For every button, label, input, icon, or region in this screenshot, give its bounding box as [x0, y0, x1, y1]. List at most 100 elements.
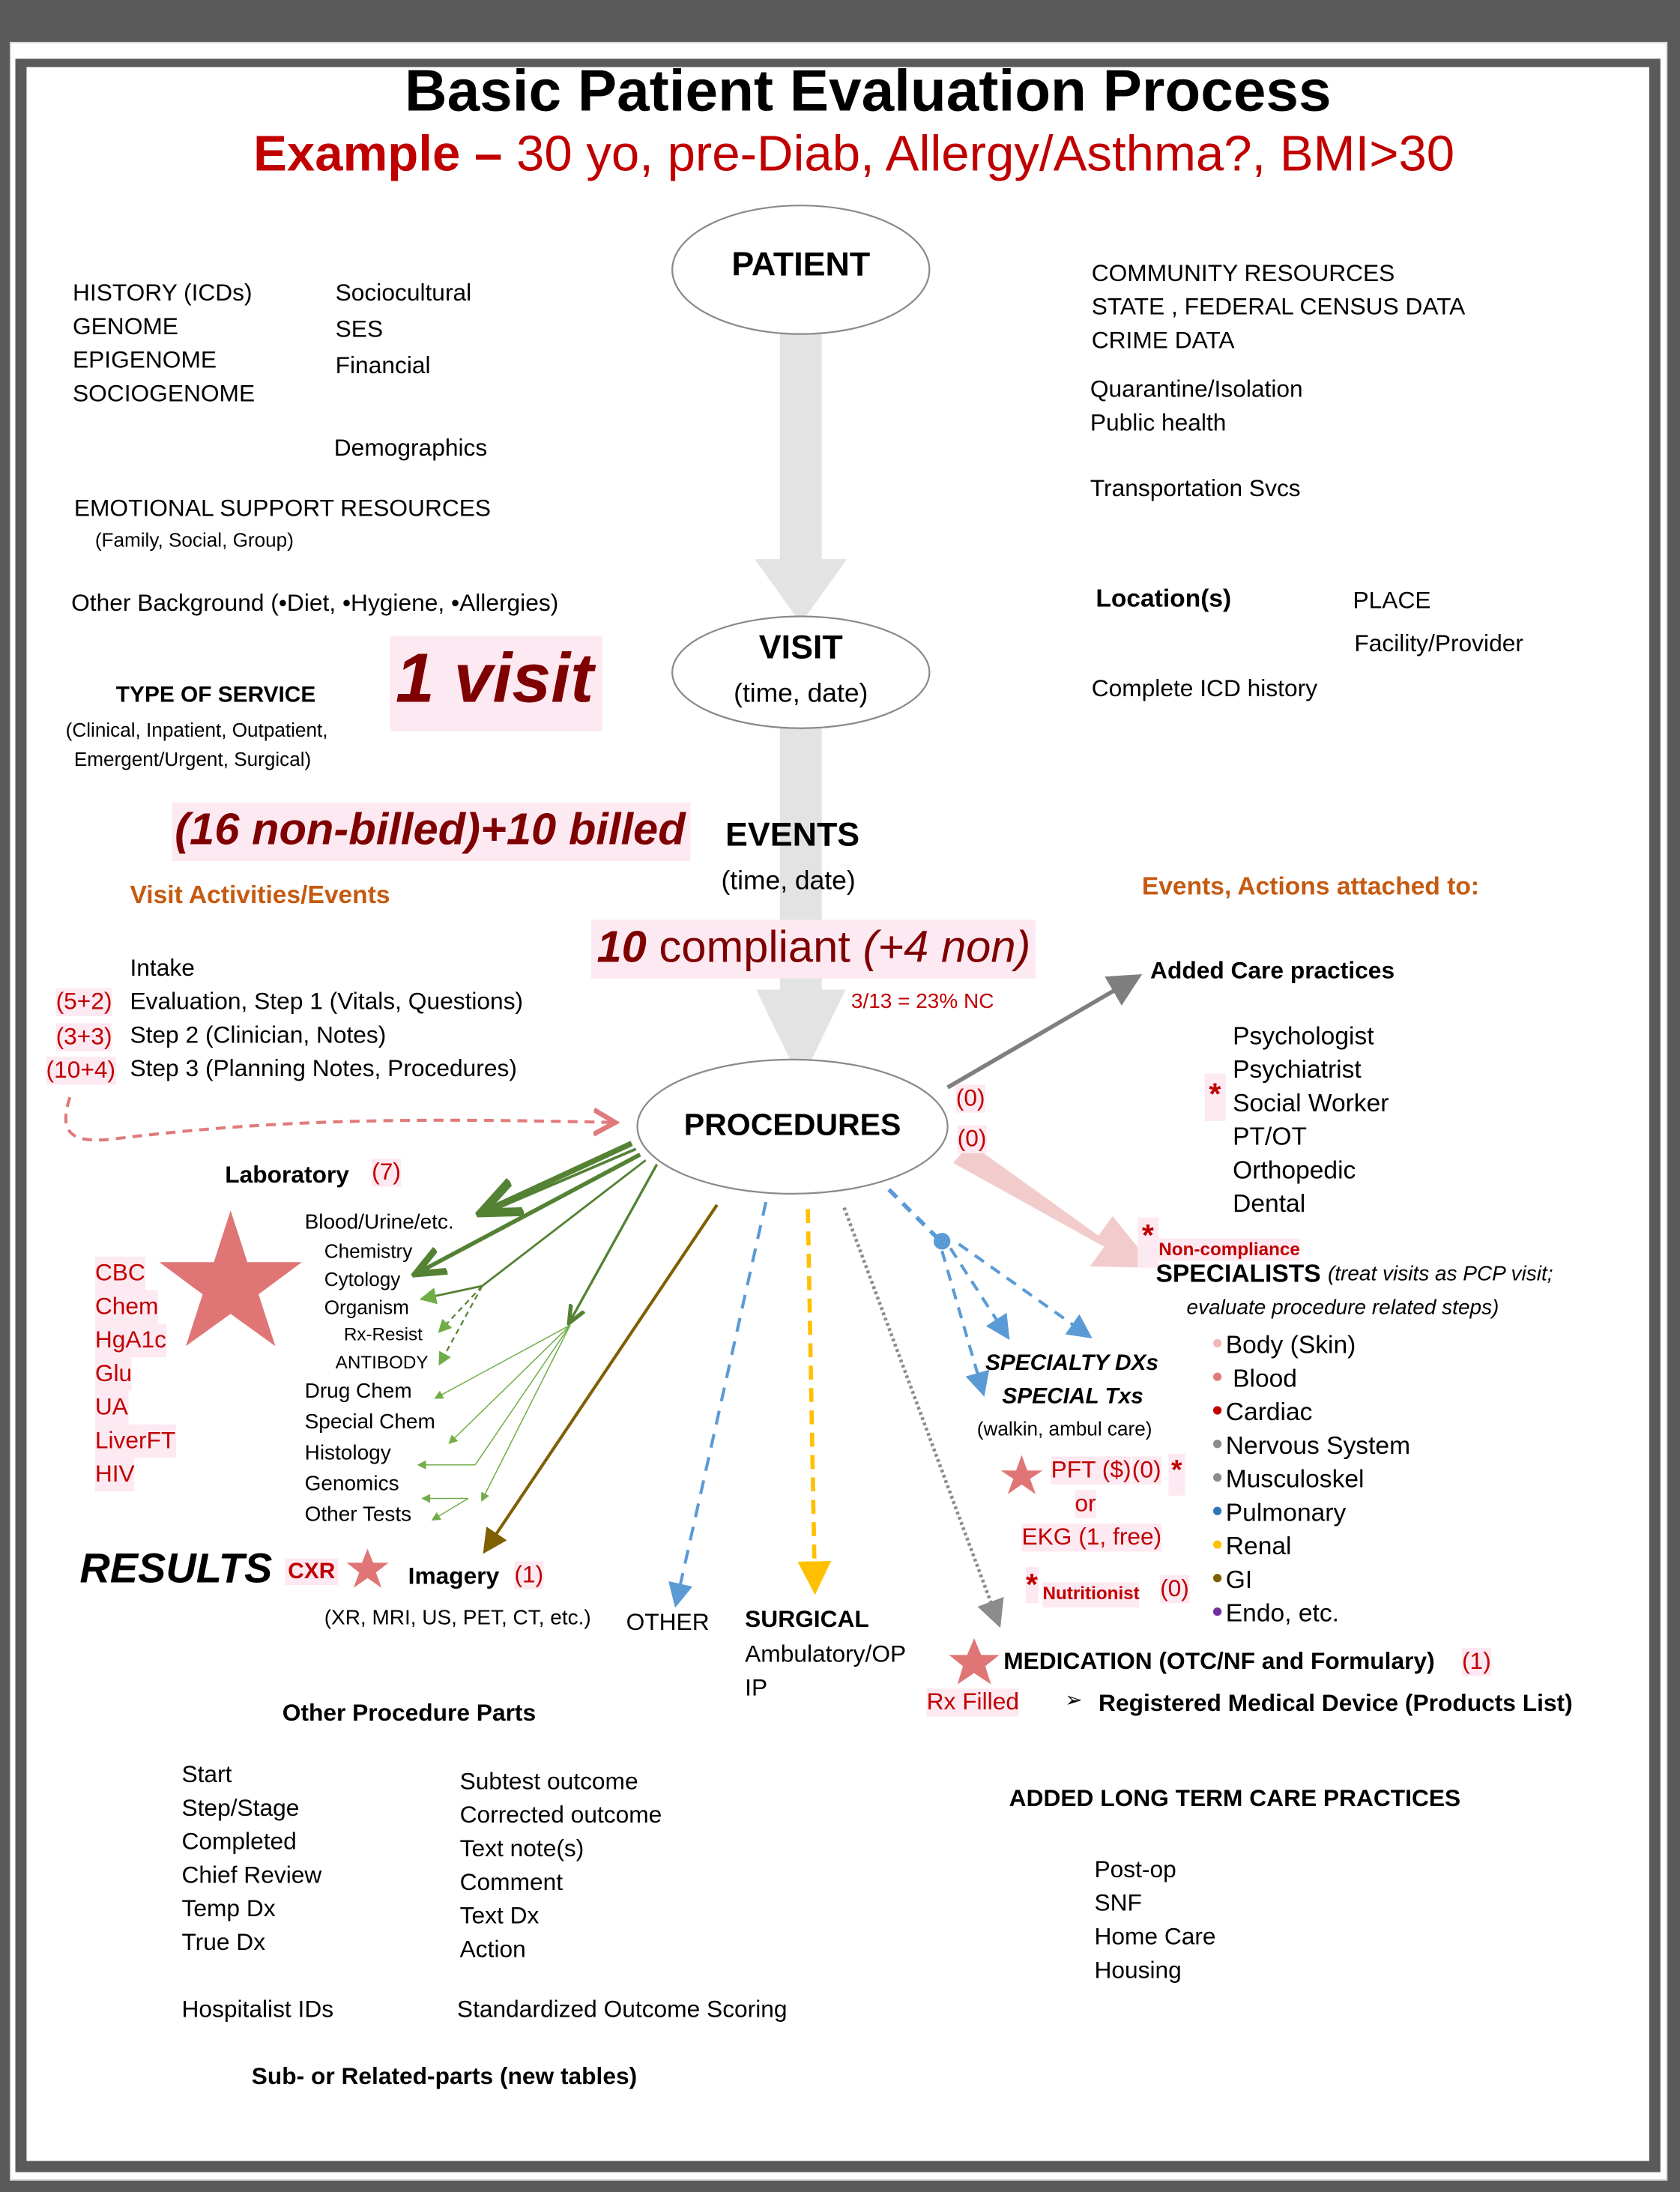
- added-care-list: Psychologist Psychiatrist Social Worker …: [1233, 1019, 1389, 1221]
- social-item: SES: [335, 315, 384, 342]
- activity-count: (3+3): [55, 1023, 112, 1052]
- other-parts-col1: Start Step/Stage Completed Chief Review …: [181, 1758, 321, 1960]
- events-node[interactable]: EVENTS: [725, 816, 860, 854]
- medication-star-icon: [949, 1638, 1000, 1685]
- compliance-badge: 10 compliant (+4 non): [590, 920, 1036, 979]
- pft-star-icon: [1000, 1455, 1043, 1494]
- noncompliance-marker: *: [1137, 1217, 1158, 1269]
- place-label: PLACE: [1353, 587, 1431, 614]
- activity-step2: Step 2 (Clinician, Notes): [130, 1021, 387, 1048]
- specialists-heading[interactable]: SPECIALISTS: [1155, 1259, 1321, 1287]
- cxr-star-icon: [346, 1548, 389, 1588]
- locations-label: Location(s): [1096, 584, 1232, 612]
- lab-category: Chemistry: [324, 1240, 413, 1263]
- history-item: SOCIOGENOME: [72, 380, 256, 407]
- nutritionist-marker: *: [1026, 1566, 1039, 1604]
- procedures-node[interactable]: PROCEDURES: [683, 1107, 901, 1142]
- long-term-item: SNF: [1094, 1889, 1142, 1917]
- device-bullet-icon: ➢: [1065, 1688, 1083, 1712]
- added-care-count: (0): [955, 1084, 985, 1114]
- part-item: Text Dx: [459, 1902, 540, 1929]
- patient-node[interactable]: PATIENT: [731, 246, 871, 284]
- activity-count: (5+2): [55, 988, 112, 1017]
- type-of-service-label: TYPE OF SERVICE: [115, 683, 316, 707]
- special-tx-label[interactable]: SPECIAL Txs: [1002, 1385, 1143, 1410]
- medication-arrow: [842, 1207, 1004, 1628]
- specialists-arrow: [953, 1143, 1155, 1268]
- surgical-heading[interactable]: SURGICAL: [745, 1606, 869, 1633]
- community-item: COMMUNITY RESOURCES: [1091, 259, 1395, 287]
- nutritionist-count: (0): [1160, 1575, 1189, 1604]
- part-item: True Dx: [181, 1928, 266, 1956]
- surgical-item: Ambulatory/OP: [745, 1640, 907, 1668]
- part-item: Comment: [459, 1868, 563, 1896]
- social-item: Sociocultural: [335, 280, 472, 307]
- specialist-item: Nervous System: [1212, 1428, 1410, 1462]
- bullet-icon: [1212, 1373, 1222, 1382]
- type-of-service-sub-2: Emergent/Urgent, Surgical): [73, 747, 312, 770]
- imagery-heading[interactable]: Imagery: [408, 1563, 500, 1589]
- lab-category: Blood/Urine/etc.: [304, 1210, 454, 1234]
- history-item: EPIGENOME: [72, 346, 217, 374]
- part-item: Text note(s): [459, 1835, 584, 1862]
- visit-node[interactable]: VISIT: [758, 629, 843, 667]
- part-item: Chief Review: [181, 1862, 322, 1888]
- surgical-arrow: [797, 1209, 832, 1595]
- lab-category: Cytology: [324, 1267, 401, 1290]
- patient-history-list: HISTORY (ICDs) GENOME EPIGENOME SOCIOGEN…: [73, 277, 255, 411]
- surgical-item: IP: [745, 1674, 768, 1701]
- history-item: GENOME: [72, 313, 178, 340]
- medication-heading[interactable]: MEDICATION (OTC/NF and Formulary): [1003, 1648, 1435, 1675]
- bullet-icon: [1212, 1574, 1222, 1583]
- bullet-icon: [1212, 1507, 1222, 1516]
- facility-label: Facility/Provider: [1354, 630, 1523, 657]
- laboratory-heading[interactable]: Laboratory: [225, 1161, 349, 1189]
- page-subtitle: Example – 30 yo, pre-Diab, Allergy/Asthm…: [0, 123, 1680, 184]
- emotional-support-label: EMOTIONAL SUPPORT RESOURCES: [73, 495, 492, 522]
- procedures-node-shape: [636, 1058, 949, 1195]
- visit-activities-heading: Visit Activities/Events: [130, 881, 390, 909]
- pft-label: PFT ($): [1051, 1456, 1131, 1485]
- emotional-support-sub: (Family, Social, Group): [94, 528, 294, 551]
- imagery-sub: (XR, MRI, US, PET, CT, etc.): [324, 1606, 591, 1630]
- specialist-item: Renal: [1212, 1530, 1410, 1563]
- lab-star-icon: [159, 1210, 302, 1347]
- nutritionist-label: Nutritionist: [1042, 1582, 1140, 1607]
- added-care-item: Social Worker: [1233, 1088, 1389, 1117]
- or-label: or: [1075, 1490, 1096, 1519]
- specialists-note-2: evaluate procedure related steps): [1186, 1296, 1499, 1320]
- imagery-count: (1): [514, 1561, 544, 1590]
- bullet-icon: [1212, 1607, 1222, 1616]
- other-label[interactable]: OTHER: [626, 1608, 710, 1636]
- imagery-arrow: [483, 1204, 719, 1554]
- results-heading: RESULTS: [79, 1545, 273, 1592]
- community-item: STATE , FEDERAL CENSUS DATA: [1091, 293, 1466, 321]
- long-term-item: Housing: [1094, 1957, 1182, 1984]
- laboratory-count: (7): [372, 1159, 401, 1188]
- lab-test: CBC: [94, 1256, 145, 1290]
- long-term-list: Post-op SNF Home Care Housing: [1094, 1853, 1215, 1987]
- registered-device-label[interactable]: Registered Medical Device (Products List…: [1099, 1690, 1573, 1717]
- specialist-item: GI: [1212, 1563, 1410, 1596]
- added-care-heading[interactable]: Added Care practices: [1150, 957, 1395, 985]
- lab-test: UA: [94, 1390, 128, 1425]
- other-background-label: Other Background (•Diet, •Hygiene, •Alle…: [71, 590, 559, 617]
- noncompliant-count: (+4 non): [862, 921, 1031, 972]
- specialist-item: Cardiac: [1212, 1395, 1410, 1428]
- activity-intake: Intake: [130, 954, 195, 982]
- lab-test: Glu: [94, 1357, 133, 1391]
- specialty-dx-label[interactable]: SPECIALTY DXs: [985, 1351, 1159, 1376]
- community-item: CRIME DATA: [1091, 327, 1235, 354]
- surgical-list: Ambulatory/OP IP: [745, 1638, 906, 1706]
- specialist-item: Endo, etc.: [1212, 1596, 1410, 1630]
- lab-category: Other Tests: [304, 1503, 412, 1527]
- specialty-sub: (walkin, ambul care): [976, 1417, 1152, 1440]
- part-item: Subtest outcome: [459, 1768, 638, 1795]
- lab-sub-arrows: [417, 1324, 571, 1521]
- actions-attached-heading: Events, Actions attached to:: [1141, 872, 1480, 901]
- history-item: HISTORY (ICDs): [72, 280, 253, 307]
- ekg-label: EKG (1, free): [1021, 1524, 1162, 1553]
- cxr-label: CXR: [285, 1558, 338, 1586]
- compliant-word: compliant: [646, 921, 863, 972]
